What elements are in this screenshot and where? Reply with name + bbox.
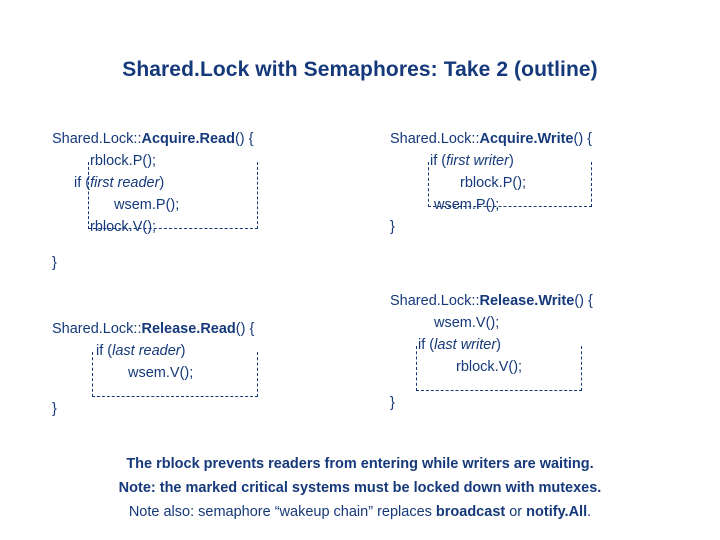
release-write-close: } — [390, 395, 395, 411]
release-read-line-1: if (last reader) — [52, 340, 352, 362]
if-close: ) — [496, 337, 501, 353]
acquire-read-header-suffix: () { — [234, 131, 254, 147]
release-read-close: } — [52, 401, 57, 417]
if-keyword: if ( — [418, 337, 435, 353]
acquire-read-header-name: Acquire.Read — [141, 131, 235, 147]
acquire-write-header-name: Acquire.Write — [479, 131, 574, 147]
acquire-read-header-prefix: Shared.Lock:: — [52, 131, 142, 147]
release-read-header: Shared.Lock::Release.Read() { — [52, 318, 352, 340]
release-write-line-2: if (last writer) — [390, 334, 700, 356]
acquire-write-close: } — [390, 219, 395, 235]
release-read-header-prefix: Shared.Lock:: — [52, 321, 142, 337]
acquire-read-line-2: if (first reader) — [52, 172, 352, 194]
code-block-acquire-read: Shared.Lock::Acquire.Read() { rblock.P()… — [52, 128, 352, 274]
code-block-acquire-write: Shared.Lock::Acquire.Write() { if (first… — [390, 128, 700, 238]
footer-notes: The rblock prevents readers from enterin… — [0, 452, 720, 524]
footer-notifyall: notify.All — [526, 504, 588, 520]
if-keyword: if ( — [96, 343, 113, 359]
release-read-header-suffix: () { — [235, 321, 255, 337]
page-title: Shared.Lock with Semaphores: Take 2 (out… — [122, 58, 598, 81]
if-close: ) — [159, 175, 165, 191]
footer-line3-mid: or — [505, 504, 527, 520]
release-write-header-suffix: () { — [574, 293, 593, 309]
footer-line3-pre: Note also: semaphore “wakeup chain” repl… — [128, 504, 436, 520]
release-write-header-name: Release.Write — [479, 293, 575, 309]
acquire-write-line-1: if (first writer) — [390, 150, 700, 172]
column-left: Shared.Lock::Acquire.Read() { rblock.P()… — [52, 128, 352, 420]
if-condition: last writer — [434, 337, 497, 353]
release-read-header-name: Release.Read — [141, 321, 236, 337]
if-close: ) — [508, 153, 514, 169]
code-block-release-read: Shared.Lock::Release.Read() { if (last r… — [52, 318, 352, 420]
release-write-header-prefix: Shared.Lock:: — [390, 293, 480, 309]
if-condition: last reader — [112, 343, 181, 359]
if-condition: first writer — [446, 153, 509, 169]
acquire-read-header: Shared.Lock::Acquire.Read() { — [52, 128, 352, 150]
footer-line3-end: . — [587, 504, 592, 520]
acquire-read-line-1: rblock.P(); — [90, 153, 157, 169]
if-keyword: if ( — [430, 153, 447, 169]
acquire-read-line-4: rblock.V(); — [90, 219, 157, 235]
if-close: ) — [180, 343, 186, 359]
footer-note-rest: : the marked critical systems must be lo… — [150, 480, 602, 496]
acquire-read-close: } — [52, 255, 57, 271]
footer-note-label: Note — [118, 480, 151, 496]
acquire-write-header: Shared.Lock::Acquire.Write() { — [390, 128, 700, 150]
footer-line-1: The rblock prevents readers from enterin… — [126, 456, 594, 472]
footer-line-3: Note also: semaphore “wakeup chain” repl… — [0, 500, 720, 524]
acquire-write-header-suffix: () { — [573, 131, 593, 147]
column-right: Shared.Lock::Acquire.Write() { if (first… — [390, 128, 700, 414]
acquire-write-line-2: rblock.P(); — [460, 175, 527, 191]
release-write-line-3: rblock.V(); — [456, 359, 523, 375]
release-write-line-1: wsem.V(); — [434, 315, 500, 331]
code-block-release-write: Shared.Lock::Release.Write() { wsem.V();… — [390, 290, 700, 414]
release-read-line-2: wsem.V(); — [128, 365, 194, 381]
acquire-write-line-3: wsem.P(); — [434, 197, 500, 213]
acquire-write-header-prefix: Shared.Lock:: — [390, 131, 480, 147]
acquire-read-line-3: wsem.P(); — [114, 197, 180, 213]
if-condition: first reader — [90, 175, 160, 191]
release-write-header: Shared.Lock::Release.Write() { — [390, 290, 700, 312]
if-keyword: if ( — [74, 175, 91, 191]
footer-line-2: Note: the marked critical systems must b… — [0, 476, 720, 500]
footer-broadcast: broadcast — [435, 504, 506, 520]
